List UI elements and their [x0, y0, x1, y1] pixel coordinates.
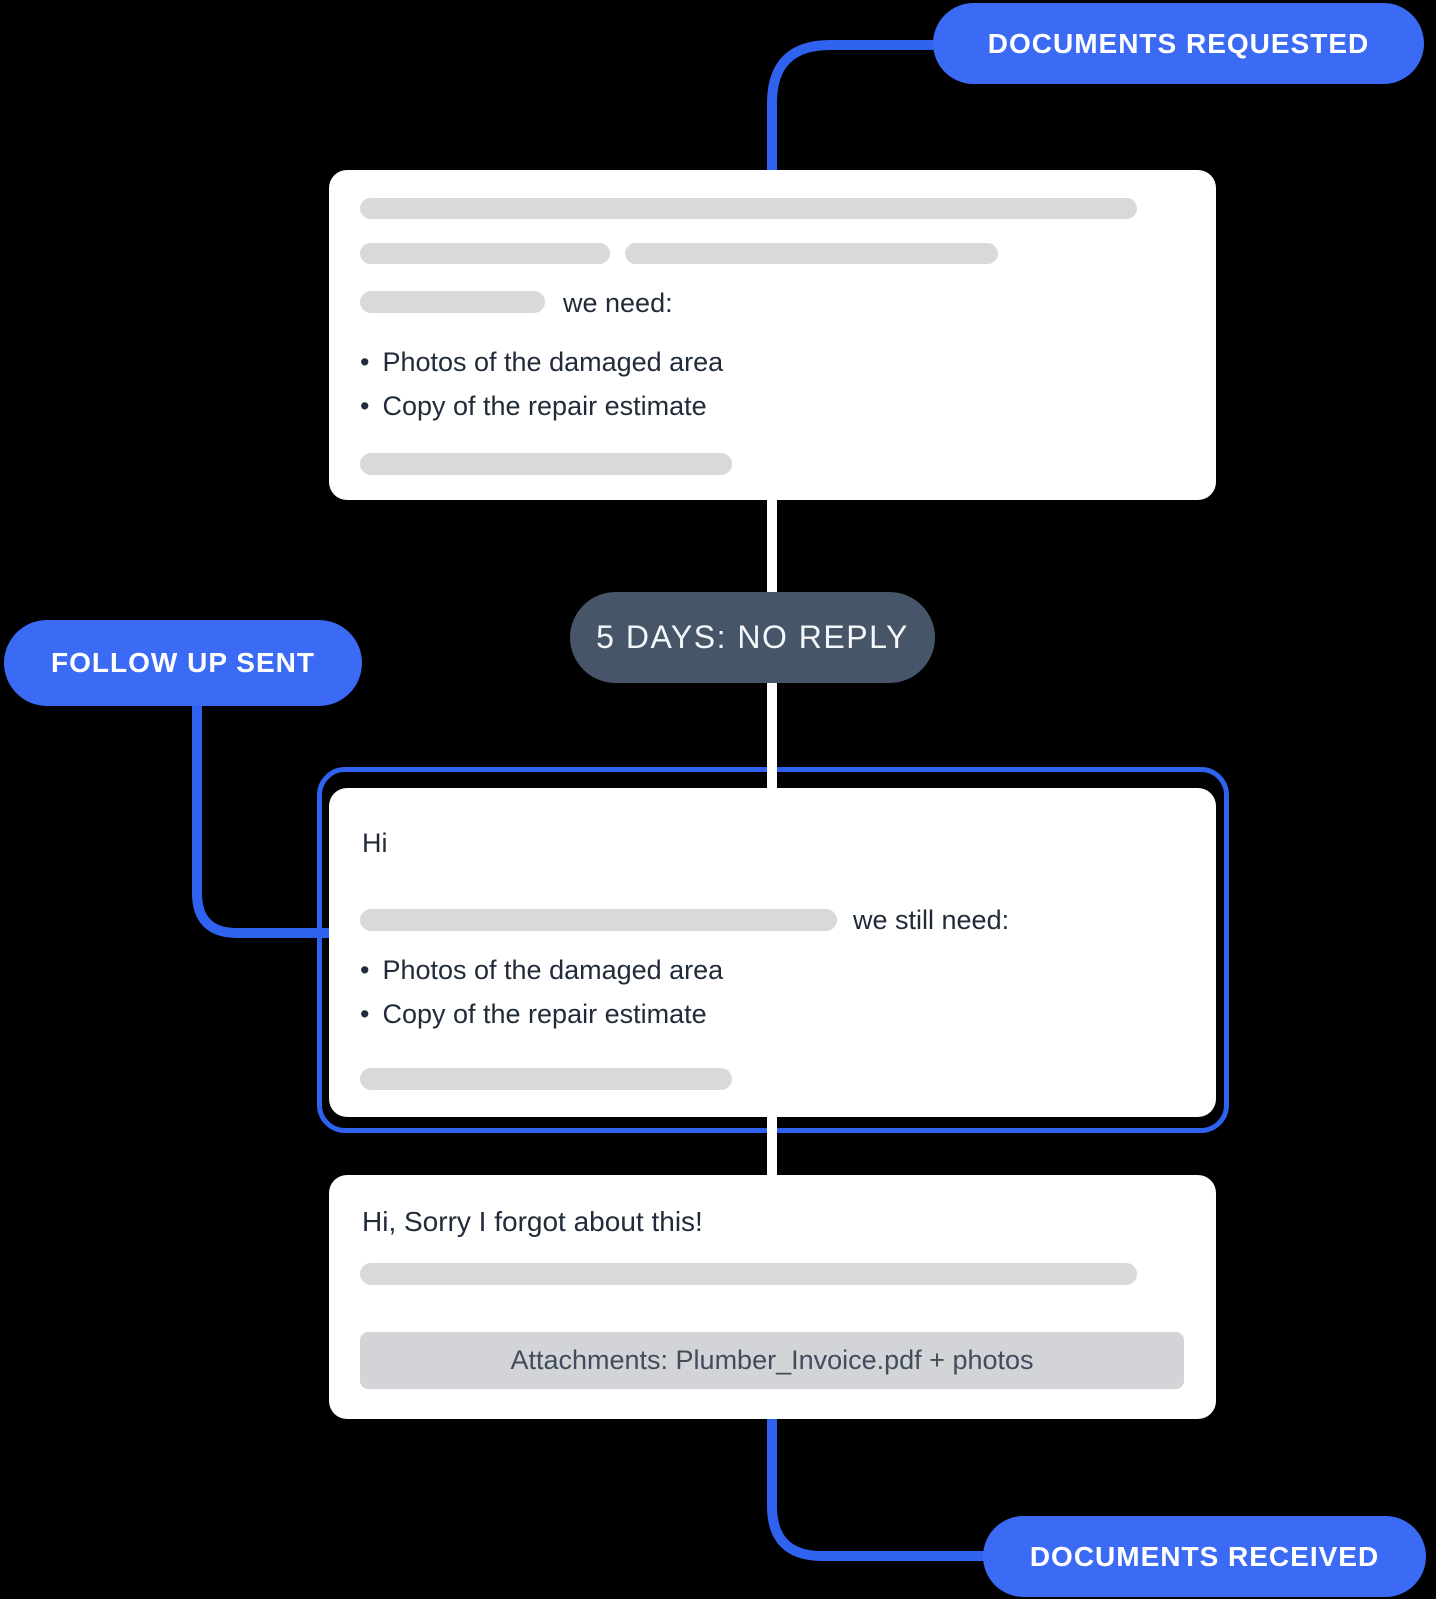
redacted-text-bar: [360, 1263, 1137, 1285]
follow-up-greeting: Hi: [362, 828, 388, 858]
redacted-text-bar: [360, 453, 732, 475]
request-intro-text: we need:: [563, 288, 673, 318]
follow-up-bullet-estimate: Copy of the repair estimate: [360, 1000, 706, 1028]
redacted-text-bar: [360, 291, 545, 313]
connector-documents-requested: [767, 40, 940, 176]
attachments-label: Attachments: Plumber_Invoice.pdf + photo…: [510, 1345, 1034, 1375]
redacted-text-bar: [360, 909, 837, 931]
attachments-bar: Attachments: Plumber_Invoice.pdf + photo…: [360, 1332, 1184, 1389]
email-request-card: [329, 170, 1216, 500]
redacted-text-bar: [360, 243, 610, 264]
documents-requested-badge: DOCUMENTS REQUESTED: [933, 3, 1424, 84]
follow-up-bullet-photos: Photos of the damaged area: [360, 956, 723, 984]
redacted-text-bar: [360, 198, 1137, 219]
redacted-text-bar: [360, 1068, 732, 1090]
follow-up-sent-badge: FOLLOW UP SENT: [4, 620, 362, 706]
follow-up-intro-text: we still need:: [853, 905, 1010, 935]
documents-received-badge: DOCUMENTS RECEIVED: [983, 1516, 1426, 1597]
connector-follow-up-sent: [192, 700, 334, 938]
reply-greeting: Hi, Sorry I forgot about this!: [362, 1206, 703, 1237]
redacted-text-bar: [625, 243, 998, 264]
connector-documents-received: [767, 1413, 990, 1561]
email-follow-up-card: [329, 788, 1216, 1117]
request-bullet-estimate: Copy of the repair estimate: [360, 392, 706, 420]
request-bullet-photos: Photos of the damaged area: [360, 348, 723, 376]
no-reply-badge: 5 DAYS: NO REPLY: [570, 592, 935, 683]
